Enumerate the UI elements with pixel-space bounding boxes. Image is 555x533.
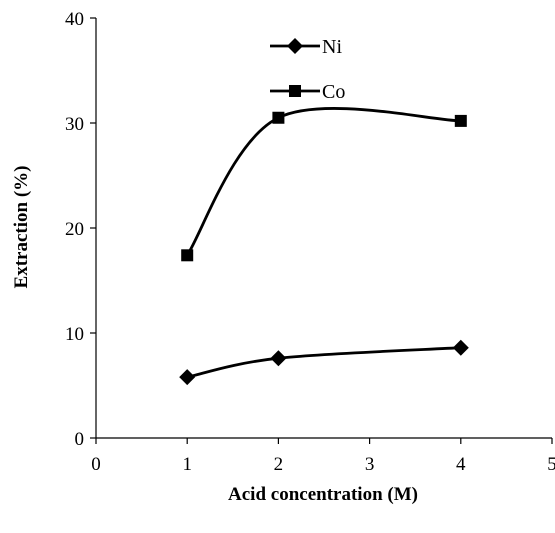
y-axis-title: Extraction (%)	[11, 166, 32, 289]
x-tick-label: 2	[274, 454, 284, 475]
series-ni-line	[186, 346, 461, 379]
x-axis-title: Acid concentration (M)	[228, 484, 418, 505]
y-tick-label: 20	[65, 219, 84, 240]
legend-marker-co	[289, 85, 301, 97]
series-ni-point	[270, 350, 287, 367]
series-co-line	[186, 107, 461, 257]
y-tick-label: 10	[65, 324, 84, 345]
legend-label-ni: Ni	[322, 36, 342, 58]
x-tick-label: 5	[547, 454, 555, 475]
x-tick-label: 3	[365, 454, 375, 475]
legend-item-co: Co	[270, 81, 345, 103]
ticks: 0 10 20 30 40 0 1 2 3 4 5	[65, 9, 555, 475]
x-tick-label: 1	[182, 454, 192, 475]
series-co-point	[454, 114, 467, 127]
series-ni	[179, 339, 469, 386]
legend-label-co: Co	[322, 81, 345, 103]
series-co-point	[272, 111, 285, 124]
y-tick-label: 0	[75, 429, 85, 450]
series-ni-point	[452, 339, 469, 356]
series-layer	[179, 107, 469, 386]
series-co-point	[181, 249, 194, 262]
legend-marker-ni	[287, 38, 303, 54]
legend-item-ni: Ni	[270, 36, 342, 58]
y-tick-label: 40	[65, 9, 84, 30]
x-tick-label: 4	[456, 454, 466, 475]
series-co	[181, 107, 467, 262]
series-ni-point	[179, 369, 196, 386]
x-tick-label: 0	[91, 454, 101, 475]
y-tick-label: 30	[65, 114, 84, 135]
